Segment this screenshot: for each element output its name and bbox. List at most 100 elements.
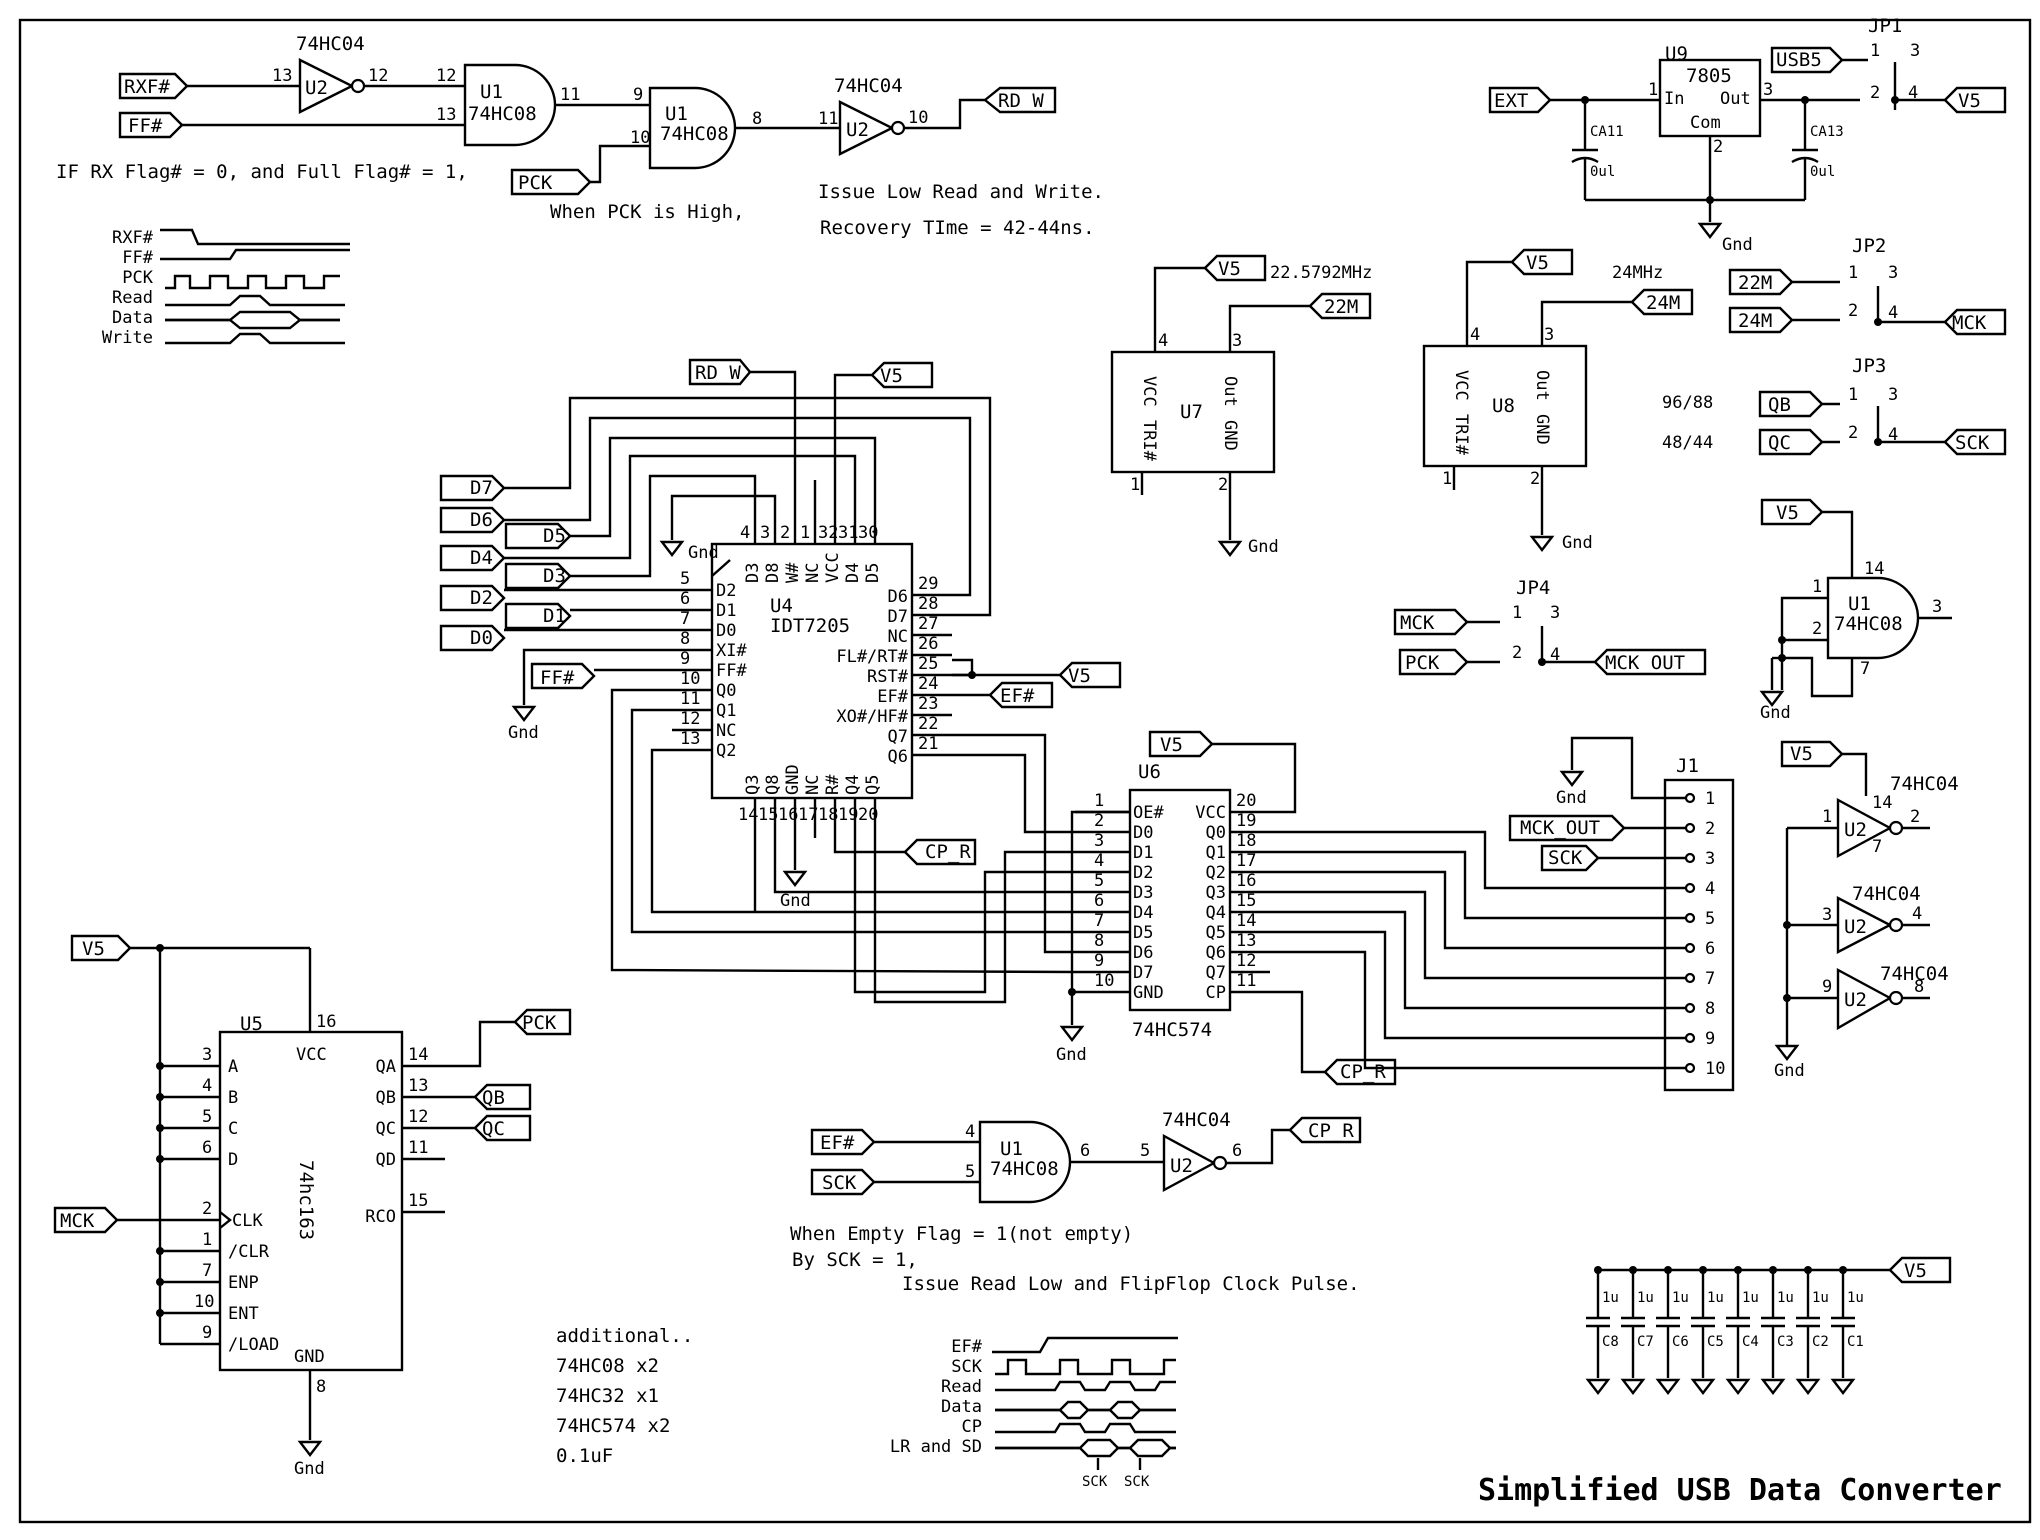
svg-text:8: 8 — [1914, 977, 1924, 997]
svg-text:1: 1 — [1512, 603, 1522, 623]
svg-text:8: 8 — [680, 629, 690, 649]
svg-text:D2: D2 — [470, 587, 493, 609]
svg-text:74HC32 x1: 74HC32 x1 — [556, 1385, 659, 1407]
svg-text:14: 14 — [1864, 559, 1884, 579]
inverter-u2a — [298, 58, 355, 114]
svg-text:7: 7 — [1872, 837, 1882, 857]
inverter-u2c — [1162, 1133, 1217, 1193]
svg-text:CA11: CA11 — [1590, 124, 1624, 140]
svg-text:3: 3 — [1094, 831, 1104, 851]
svg-text:V5: V5 — [1068, 665, 1091, 687]
svg-text:Q7: Q7 — [1206, 963, 1226, 983]
cap-value: 1u — [1777, 1290, 1794, 1306]
svg-text:D5: D5 — [863, 563, 883, 583]
svg-text:B: B — [228, 1088, 238, 1108]
svg-text:/CLR: /CLR — [228, 1242, 270, 1262]
svg-text:U5: U5 — [240, 1013, 263, 1035]
svg-text:EF#: EF# — [951, 1337, 982, 1357]
svg-text:1: 1 — [1812, 577, 1822, 597]
rxf-label: RXF# — [124, 76, 170, 98]
svg-text:D4: D4 — [843, 563, 863, 583]
svg-text:3: 3 — [1550, 603, 1560, 623]
svg-text:TRI#: TRI# — [1139, 420, 1159, 462]
svg-text:PCK: PCK — [522, 1012, 557, 1034]
svg-text:74hc163: 74hc163 — [295, 1160, 317, 1240]
svg-text:VCC: VCC — [296, 1045, 327, 1065]
svg-text:U2: U2 — [1844, 819, 1867, 841]
svg-text:18: 18 — [818, 805, 838, 825]
svg-text:V5: V5 — [1904, 1260, 1927, 1282]
svg-text:PCK: PCK — [518, 172, 553, 194]
spare-inverters: V5 14 74HC04 U2 2 7 1 74HC04 U2 4 3 74HC… — [1774, 740, 1959, 1081]
svg-text:U1: U1 — [665, 103, 688, 125]
svg-text:5: 5 — [1094, 871, 1104, 891]
svg-text:additional..: additional.. — [556, 1325, 693, 1347]
svg-text:4: 4 — [1094, 851, 1104, 871]
svg-text:XI#: XI# — [716, 641, 747, 661]
fifo-data-inputs: D7 D6 D5 D4 D3 D2 D1 D0 Gnd FF# Gnd RD_W… — [439, 358, 1122, 911]
svg-text:17: 17 — [798, 805, 818, 825]
svg-text:D3: D3 — [743, 563, 763, 583]
svg-text:2: 2 — [1910, 807, 1920, 827]
svg-text:0.1uF: 0.1uF — [556, 1445, 613, 1467]
svg-text:74HC574: 74HC574 — [1132, 1019, 1212, 1041]
svg-text:1: 1 — [1094, 791, 1104, 811]
hc574-left-pins: 1OE# 2D0 3D1 4D2 5D3 6D4 7D5 8D6 9D7 10G… — [1075, 791, 1164, 1003]
svg-text:1: 1 — [1822, 807, 1832, 827]
svg-text:D5: D5 — [1133, 923, 1153, 943]
cap-value: 1u — [1707, 1290, 1724, 1306]
svg-text:CP_R: CP_R — [1308, 1120, 1354, 1142]
svg-text:USB5: USB5 — [1776, 49, 1822, 71]
read-clock-logic: EF# 4 SCK 5 U1 74HC08 6 5 U2 74HC04 6 CP… — [810, 1109, 1362, 1204]
svg-text:IDT7205: IDT7205 — [770, 615, 850, 637]
svg-text:24: 24 — [918, 674, 938, 694]
svg-text:74HC08: 74HC08 — [990, 1158, 1059, 1180]
cap-ref: C3 — [1777, 1334, 1794, 1350]
svg-text:V5: V5 — [880, 365, 903, 387]
inverter-u2b — [838, 100, 895, 156]
svg-text:2: 2 — [1848, 301, 1858, 321]
u2a-type: 74HC04 — [296, 33, 365, 55]
svg-text:QA: QA — [376, 1057, 396, 1077]
svg-text:1: 1 — [1442, 469, 1452, 489]
svg-text:19: 19 — [838, 805, 858, 825]
svg-text:16: 16 — [1236, 871, 1256, 891]
svg-text:VCC: VCC — [1195, 803, 1226, 823]
read-write-logic: RXF# 13 U2 74HC04 12 12 FF# 13 U1 74HC08… — [118, 33, 1057, 196]
svg-text:74HC08: 74HC08 — [1834, 613, 1903, 635]
svg-text:NC: NC — [888, 627, 908, 647]
svg-text:12: 12 — [1236, 951, 1256, 971]
svg-text:14: 14 — [738, 805, 758, 825]
svg-text:D1: D1 — [1133, 843, 1153, 863]
cap-ref: C7 — [1637, 1334, 1654, 1350]
svg-text:1: 1 — [1648, 80, 1658, 100]
svg-text:U8: U8 — [1492, 395, 1515, 417]
svg-text:6: 6 — [202, 1138, 212, 1158]
svg-text:4: 4 — [1470, 325, 1480, 345]
svg-text:JP4: JP4 — [1516, 577, 1550, 599]
svg-text:27: 27 — [918, 614, 938, 634]
svg-text:5: 5 — [680, 569, 690, 589]
regulator-u9: U9 7805 In Out Com EXT 1 CA11 0ul 3 CA13… — [1488, 15, 2007, 255]
timing-diagram-2: EF# SCK Read Data CP LR and SD SCK SCK — [890, 1336, 1178, 1490]
svg-text:3: 3 — [1932, 597, 1942, 617]
svg-text:RCO: RCO — [365, 1207, 396, 1227]
svg-text:11: 11 — [1236, 971, 1256, 991]
svg-text:12: 12 — [436, 66, 456, 86]
svg-text:Q2: Q2 — [716, 741, 736, 761]
svg-text:RD_W: RD_W — [695, 362, 741, 384]
svg-text:17: 17 — [1236, 851, 1256, 871]
svg-text:2: 2 — [1094, 811, 1104, 831]
svg-text:48/44: 48/44 — [1662, 433, 1713, 453]
svg-text:QD: QD — [376, 1150, 396, 1170]
svg-text:Gnd: Gnd — [1760, 703, 1791, 723]
svg-text:Read: Read — [941, 1377, 982, 1397]
svg-text:Data: Data — [112, 308, 153, 328]
svg-text:25: 25 — [918, 654, 938, 674]
svg-text:4: 4 — [1912, 904, 1922, 924]
svg-text:Q5: Q5 — [863, 775, 883, 795]
svg-text:2: 2 — [1218, 475, 1228, 495]
